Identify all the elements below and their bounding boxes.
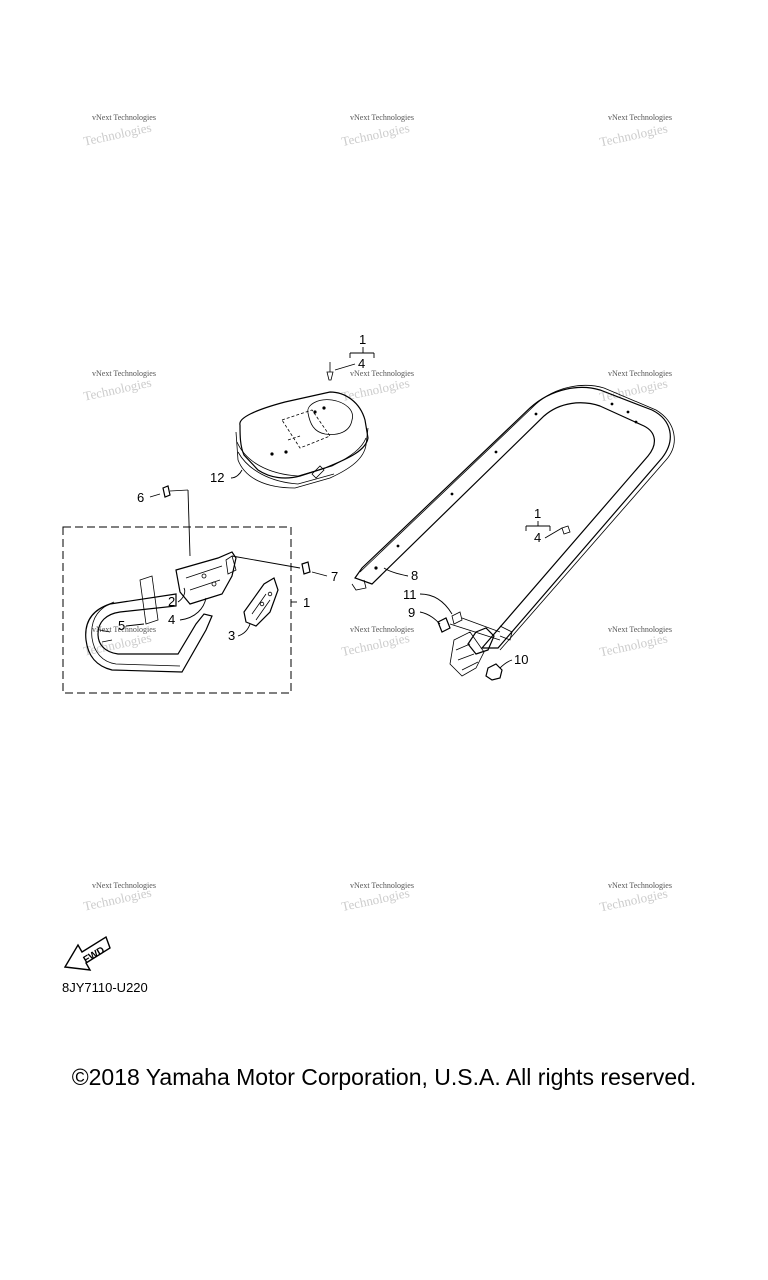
callout-group-10: 10 (499, 652, 528, 669)
watermark-text: vNext Technologies (350, 881, 414, 890)
watermark-11: Technologies vNext Technologies (340, 881, 414, 914)
watermark-text: vNext Technologies (350, 113, 414, 122)
callout-11: 11 (403, 587, 417, 602)
fwd-arrow-icon: FWD (63, 935, 111, 971)
watermark-6: Technologies vNext Technologies (598, 369, 672, 404)
watermark-text: vNext Technologies (350, 369, 414, 378)
svg-text:Technologies: Technologies (340, 375, 411, 404)
callout-1-top: 1 (359, 332, 366, 347)
callout-2: 2 (168, 594, 175, 609)
svg-text:Technologies: Technologies (340, 120, 411, 149)
watermark-text: vNext Technologies (92, 625, 156, 634)
watermark-text: vNext Technologies (92, 369, 156, 378)
bracket-part-3 (243, 577, 279, 627)
fwd-label: FWD (82, 945, 107, 966)
callout-3: 3 (228, 628, 235, 643)
watermark-text: vNext Technologies (608, 625, 672, 634)
handle-bar-part-8 (351, 385, 675, 651)
kit-box (62, 526, 292, 694)
fastener-part-7 (231, 555, 311, 575)
callout-group-6: 6 (137, 490, 161, 505)
callout-8: 8 (411, 568, 418, 583)
callout-group-7: 7 (311, 569, 338, 584)
svg-text:Technologies: Technologies (82, 375, 153, 404)
mount-hardware-parts (437, 611, 513, 681)
watermark-10: Technologies vNext Technologies (82, 881, 156, 914)
svg-text:Technologies: Technologies (340, 630, 411, 659)
callout-6: 6 (137, 490, 144, 505)
callout-group-11: 11 (403, 587, 453, 615)
watermark-text: vNext Technologies (608, 881, 672, 890)
callout-4-kit: 4 (168, 612, 175, 627)
callout-group-1-kit: 1 (291, 595, 310, 610)
callout-group-top: 1 4 (334, 332, 375, 371)
watermark-2: Technologies vNext Technologies (340, 113, 414, 149)
bolt-part-6 (162, 485, 191, 557)
watermark-8: Technologies vNext Technologies (340, 625, 414, 659)
callout-group-12: 12 (210, 469, 243, 485)
callout-group-3: 3 (228, 623, 251, 643)
watermark-3: Technologies vNext Technologies (598, 113, 672, 149)
bracket-part-2 (175, 551, 237, 605)
callout-12: 12 (210, 470, 224, 485)
watermark-text: vNext Technologies (350, 625, 414, 634)
callout-7: 7 (331, 569, 338, 584)
callout-10: 10 (514, 652, 528, 667)
callout-1-bar: 1 (534, 506, 541, 521)
callout-group-5: 5 (118, 618, 145, 633)
diagram-code: 8JY7110-U220 (62, 980, 148, 995)
callout-5: 5 (118, 618, 125, 633)
callout-group-bar: 1 4 (525, 506, 571, 545)
callout-9: 9 (408, 605, 415, 620)
bumper-part-5 (85, 575, 213, 673)
callout-4-bar: 4 (534, 530, 541, 545)
copyright-notice: ©2018 Yamaha Motor Corporation, U.S.A. A… (71, 1064, 697, 1090)
callout-group-4-kit: 4 (168, 597, 207, 627)
storage-bag-part (235, 391, 369, 489)
svg-text:Technologies: Technologies (598, 120, 669, 149)
watermark-1: Technologies vNext Technologies (82, 113, 156, 149)
callout-4-top: 4 (358, 356, 365, 371)
svg-text:Technologies: Technologies (598, 630, 669, 659)
watermark-text: vNext Technologies (92, 881, 156, 890)
watermark-text: vNext Technologies (608, 369, 672, 378)
watermark-text: vNext Technologies (92, 113, 156, 122)
watermark-9: Technologies vNext Technologies (598, 625, 672, 659)
rivet-top-icon (326, 362, 334, 381)
callout-group-8: 8 (383, 567, 418, 583)
svg-text:Technologies: Technologies (82, 120, 153, 149)
callout-group-9: 9 (408, 605, 441, 625)
watermark-12: Technologies vNext Technologies (598, 881, 672, 914)
callout-1-kit: 1 (303, 595, 310, 610)
watermark-text: vNext Technologies (608, 113, 672, 122)
watermark-4: Technologies vNext Technologies (82, 369, 156, 404)
callout-group-2: 2 (168, 587, 186, 609)
